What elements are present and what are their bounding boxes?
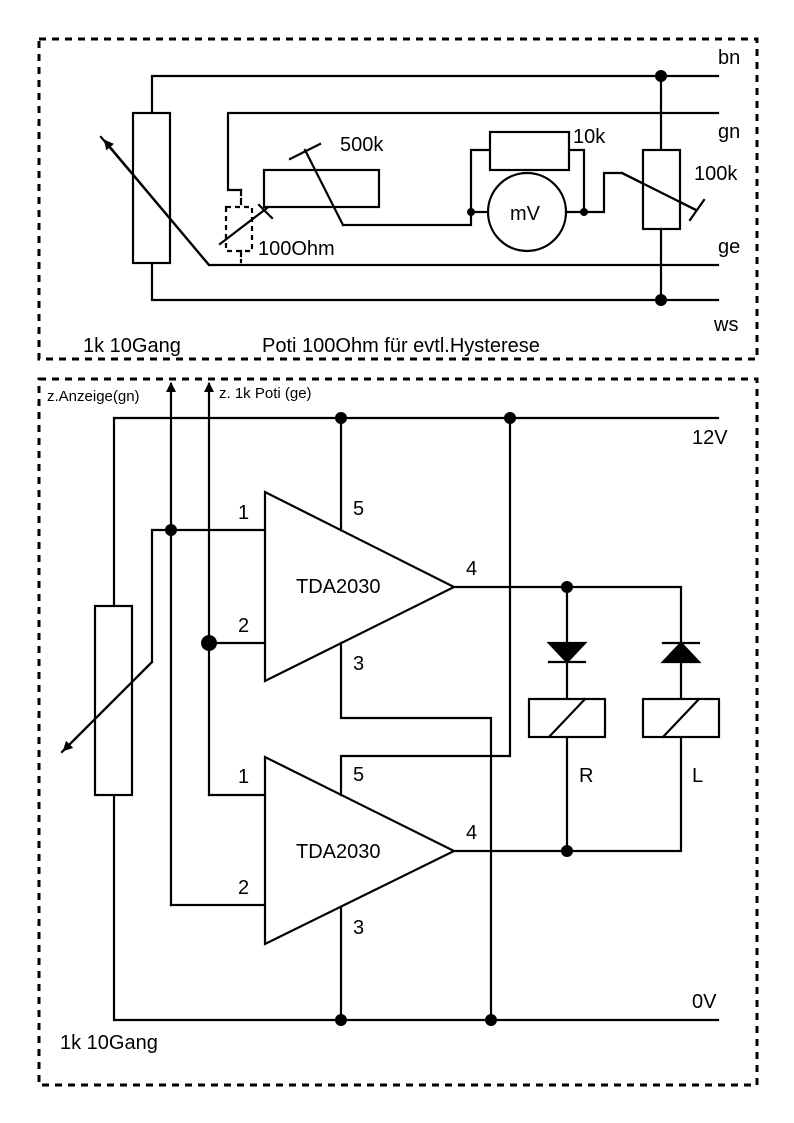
label-500k: 500k	[340, 134, 384, 156]
amp1-pin2-label: 2	[238, 615, 249, 637]
junction-dot	[561, 845, 573, 857]
amp2-pin4-label: 4	[466, 822, 477, 844]
hysteresis-pot-wiper	[218, 206, 269, 246]
bottom-pot-arrow	[62, 660, 154, 752]
bottom-panel-border	[37, 377, 759, 1087]
junction-dot	[165, 524, 177, 536]
top-panel-border	[37, 37, 759, 361]
amp2-out-wire	[452, 735, 683, 853]
amp2-pin5-label: 5	[353, 764, 364, 786]
amp2-pin2-label: 2	[238, 877, 249, 899]
amplifier-1	[263, 490, 457, 683]
amp1-pin1-label: 1	[238, 502, 249, 524]
amp2-pin1-label: 1	[238, 766, 249, 788]
wire-ws	[150, 261, 720, 302]
amp1-pin3-wire	[339, 641, 493, 1022]
junction-dot	[485, 1014, 497, 1026]
label-input-pot: z. 1k Poti (ge)	[219, 385, 312, 402]
label-10k: 10k	[573, 126, 606, 148]
label-12v: 12V	[692, 427, 728, 449]
amp2-pin5-wire	[339, 416, 512, 797]
amp1-pin5-label: 5	[353, 498, 364, 520]
junction-dot	[335, 1014, 347, 1026]
wire-bn	[150, 74, 720, 115]
resistor-500k	[262, 168, 381, 209]
label-bottom-pot: 1k 10Gang	[60, 1032, 158, 1054]
relay-r-label: R	[579, 765, 593, 787]
amplifier-2	[263, 755, 457, 946]
label-ge: ge	[718, 236, 740, 258]
junction-dot	[655, 294, 667, 306]
wire-gn	[226, 111, 720, 192]
wire-100k-wiper	[620, 171, 698, 212]
diode-l	[660, 641, 702, 664]
label-bn: bn	[718, 47, 740, 69]
rail-0v	[112, 793, 720, 1022]
label-input-display: z.Anzeige(gn)	[47, 388, 140, 405]
junction-dot	[580, 208, 588, 216]
relay-r-slash	[547, 697, 587, 739]
resistor-100k	[641, 148, 682, 231]
amp1-pin4-label: 4	[466, 558, 477, 580]
label-mv: mV	[510, 203, 541, 225]
junction-dot	[655, 70, 667, 82]
resistor-500k-tick	[288, 142, 322, 161]
wire-meter-left	[469, 148, 492, 214]
junction-dot	[335, 412, 347, 424]
main-pot-body	[131, 111, 172, 265]
bottom-panel: z.Anzeige(gn) z. 1k Poti (ge) 12V 0V 1k …	[37, 377, 759, 1087]
label-100ohm: 100Ohm	[258, 238, 335, 260]
amp1-pin3-label: 3	[353, 653, 364, 675]
junction-dot	[561, 581, 573, 593]
junction-dot	[467, 208, 475, 216]
resistor-10k	[488, 130, 571, 172]
resistor-500k-wiper	[303, 148, 345, 227]
junction-dot	[504, 412, 516, 424]
label-gn: gn	[718, 121, 740, 143]
wire-10k-right	[567, 148, 586, 214]
caption-hysteresis: Poti 100Ohm für evtl.Hysterese	[262, 335, 540, 357]
diode-r	[546, 641, 588, 664]
relay-l-slash	[661, 697, 701, 739]
wire-500k-to-meter	[341, 210, 473, 227]
hysteresis-pot-tick	[257, 203, 274, 220]
junction-dot	[201, 635, 217, 651]
top-panel: bn gn ge ws 500k 10k 100k mV 100Ohm 1k 1…	[37, 37, 759, 361]
label-ws: ws	[713, 314, 738, 336]
amp2-name: TDA2030	[296, 841, 381, 863]
label-main-pot: 1k 10Gang	[83, 335, 181, 357]
rail-12v	[112, 416, 720, 608]
amp2-pin3-label: 3	[353, 917, 364, 939]
amp1-name: TDA2030	[296, 576, 381, 598]
label-100k: 100k	[694, 163, 738, 185]
main-pot-arrow	[103, 139, 211, 267]
label-0v: 0V	[692, 991, 717, 1013]
relay-l-label: L	[692, 765, 703, 787]
